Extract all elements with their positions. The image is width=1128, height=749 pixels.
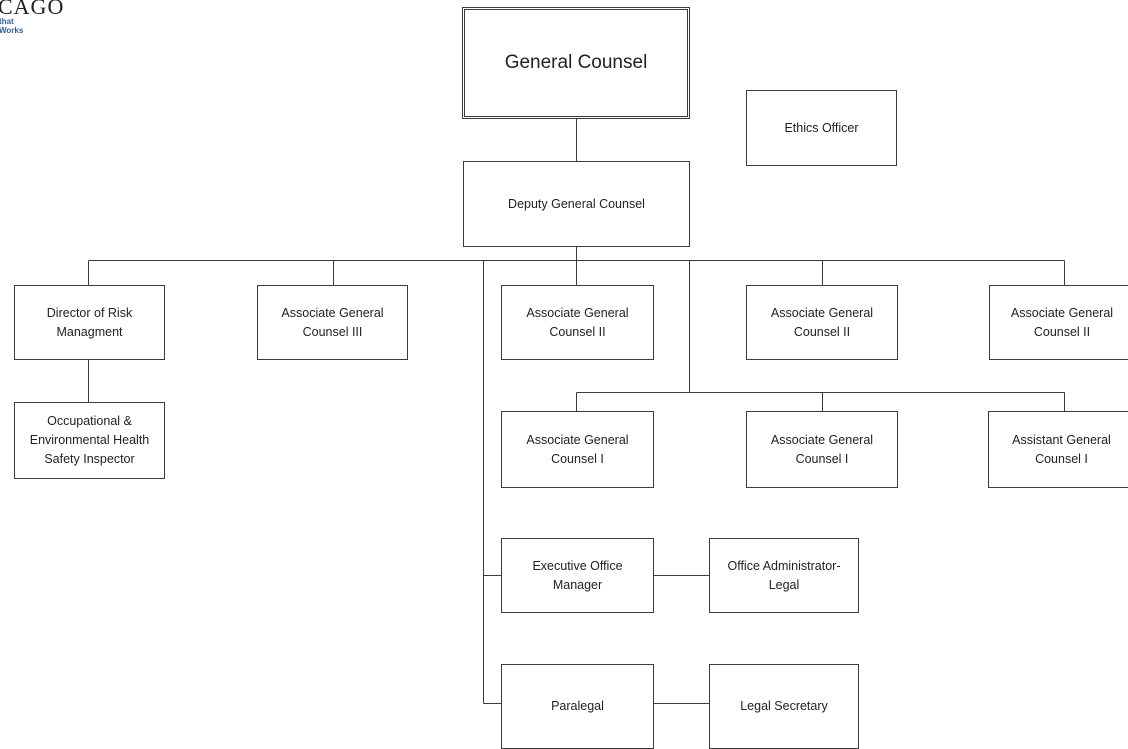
node-director-risk: Director of Risk Managment (14, 285, 165, 360)
node-occupational-inspector: Occupational & Environmental Health Safe… (14, 402, 165, 479)
node-general-counsel: General Counsel (462, 7, 690, 119)
node-office-administrator-legal: Office Administrator- Legal (709, 538, 859, 613)
node-assistant-gc-i: Assistant General Counsel I (988, 411, 1128, 488)
node-associate-gc-ii-a: Associate General Counsel II (501, 285, 654, 360)
node-legal-secretary: Legal Secretary (709, 664, 859, 749)
node-paralegal: Paralegal (501, 664, 654, 749)
node-associate-gc-i-b: Associate General Counsel I (746, 411, 898, 488)
node-ethics-officer: Ethics Officer (746, 90, 897, 166)
node-executive-office-manager: Executive Office Manager (501, 538, 654, 613)
logo-tagline: that Works (0, 17, 24, 35)
node-associate-gc-ii-b: Associate General Counsel II (746, 285, 898, 360)
node-associate-gc-iii: Associate General Counsel III (257, 285, 408, 360)
logo-wordmark: CAGO (0, 0, 65, 19)
node-deputy-general-counsel: Deputy General Counsel (463, 161, 690, 247)
node-associate-gc-ii-c: Associate General Counsel II (989, 285, 1128, 360)
node-associate-gc-i-a: Associate General Counsel I (501, 411, 654, 488)
